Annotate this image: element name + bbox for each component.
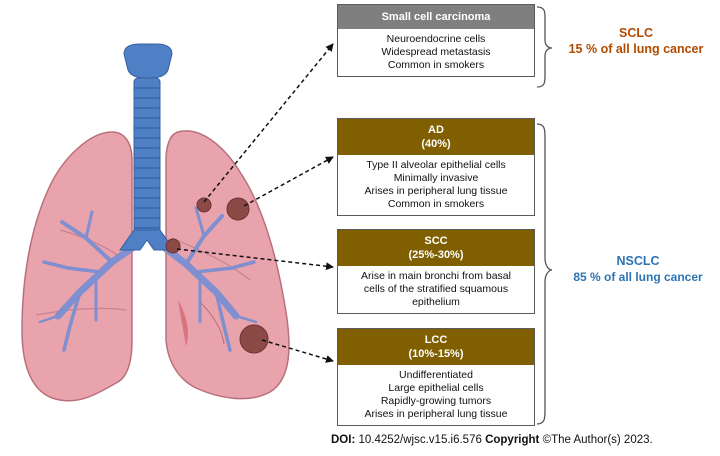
bronchial-tree [38,206,258,352]
lcc-feature: Rapidly-growing tumors [380,395,492,407]
ad-box: AD (40%) Type II alveolar epithelial cel… [337,118,535,216]
nsclc-bracket [536,123,553,425]
ad-feature: Minimally invasive [393,172,479,184]
sclc-box: Small cell carcinoma Neuroendocrine cell… [337,4,535,77]
sclc-title: Small cell carcinoma [338,5,534,29]
left-lung [21,131,133,402]
lcc-header: LCC (10%-15%) [338,329,534,365]
nsclc-group-name: NSCLC [616,254,660,268]
copyright-text: ©The Author(s) 2023. [542,434,653,446]
copyright-label: Copyright [485,434,540,446]
sclc-features: Neuroendocrine cells Widespread metastas… [338,29,534,76]
lcc-feature: Large epithelial cells [388,382,484,394]
lcc-percent: (10%-15%) [408,348,464,360]
sclc-feature: Widespread metastasis [381,46,491,58]
ad-percent: (40%) [421,138,451,150]
arrow-to-scc [176,248,334,271]
arrow-to-lcc [261,339,334,363]
ad-features: Type II alveolar epithelial cells Minima… [338,155,534,215]
doi-label: DOI: [331,434,356,446]
scc-feature: cells of the stratified squamous [363,283,509,295]
ad-title: AD [428,124,444,136]
sclc-feature: Neuroendocrine cells [386,33,486,45]
doi-footer: DOI: 10.4252/wjsc.v15.i6.576 Copyright ©… [331,434,653,446]
scc-feature: Arise in main bronchi from basal [361,270,511,282]
tumor-scc [165,238,181,254]
nsclc-group-share: 85 % of all lung cancer [573,270,703,284]
lcc-features: Undifferentiated Large epithelial cells … [338,365,534,425]
scc-box: SCC (25%-30%) Arise in main bronchi from… [337,229,535,314]
lcc-box: LCC (10%-15%) Undifferentiated Large epi… [337,328,535,426]
tumor-ad [226,197,250,221]
arrow-to-ad [243,156,334,207]
sclc-bracket [536,6,553,88]
trachea [119,43,175,251]
sclc-group-label: SCLC 15 % of all lung cancer [556,25,716,57]
tumor-sclc [196,197,212,213]
lcc-feature: Undifferentiated [399,369,473,381]
scc-features: Arise in main bronchi from basal cells o… [338,266,534,313]
ad-feature: Arises in peripheral lung tissue [364,185,508,197]
sclc-group-name: SCLC [618,26,654,40]
scc-feature: epithelium [412,296,460,308]
scc-percent: (25%-30%) [408,249,464,261]
sclc-feature: Common in smokers [387,59,485,71]
nsclc-group-label: NSCLC 85 % of all lung cancer [556,253,720,285]
lcc-feature: Arises in peripheral lung tissue [364,408,508,420]
arrow-to-sclc [203,43,334,203]
tumor-lcc [239,324,269,354]
ad-feature: Common in smokers [387,198,485,210]
doi-value: 10.4252/wjsc.v15.i6.576 [358,434,482,446]
ad-feature: Type II alveolar epithelial cells [366,159,506,171]
sclc-group-share: 15 % of all lung cancer [568,42,704,56]
ad-header: AD (40%) [338,119,534,155]
scc-title: SCC [424,235,448,247]
scc-header: SCC (25%-30%) [338,230,534,266]
lcc-title: LCC [424,334,448,346]
